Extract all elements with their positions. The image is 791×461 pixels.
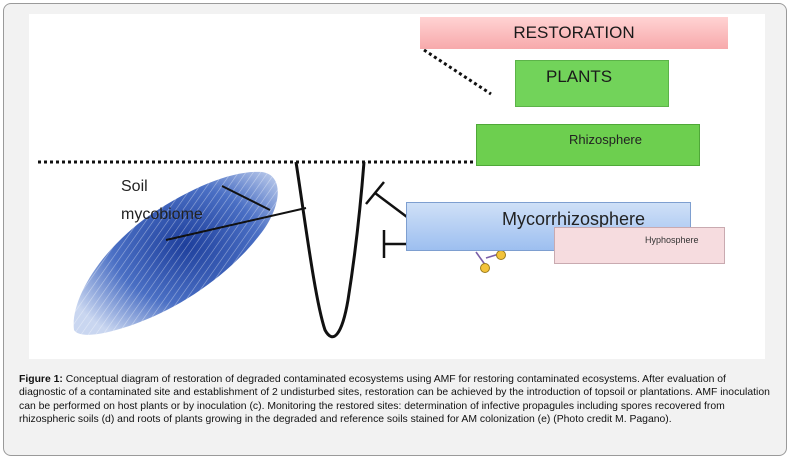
soil-label-line1: Soil: [121, 178, 148, 195]
caption-text: Conceptual diagram of restoration of deg…: [19, 374, 770, 426]
plants-label: PLANTS: [546, 67, 613, 86]
caption-label: Figure 1:: [19, 374, 63, 385]
hyphosphere-box: Hyphosphere: [554, 227, 725, 264]
restoration-label: RESTORATION: [513, 23, 635, 42]
figure-caption: Figure 1: Conceptual diagram of restorat…: [19, 373, 772, 427]
spore-cluster: [475, 250, 506, 273]
root-shape: [294, 161, 366, 339]
hyphae-connector-lower: [382, 230, 407, 258]
mycobiome-pointer-upper: [221, 185, 271, 211]
rhizosphere-box: Rhizosphere: [476, 124, 700, 166]
hyphosphere-label: Hyphosphere: [645, 235, 699, 245]
restoration-box: RESTORATION: [420, 17, 728, 49]
restoration-connector-line: [423, 48, 492, 96]
hyphae-connector-upper: [365, 181, 408, 218]
mycobiome-pointer-lower: [165, 207, 307, 241]
plants-box: PLANTS: [515, 60, 669, 107]
soil-mycobiome-label: Soil mycobiome: [121, 173, 203, 229]
mycorrhizosphere-label: Mycorrhizosphere: [502, 209, 646, 229]
mycobiome-stain-image: [73, 171, 278, 335]
soil-label-line2: mycobiome: [121, 206, 203, 223]
rhizosphere-label: Rhizosphere: [569, 132, 642, 147]
